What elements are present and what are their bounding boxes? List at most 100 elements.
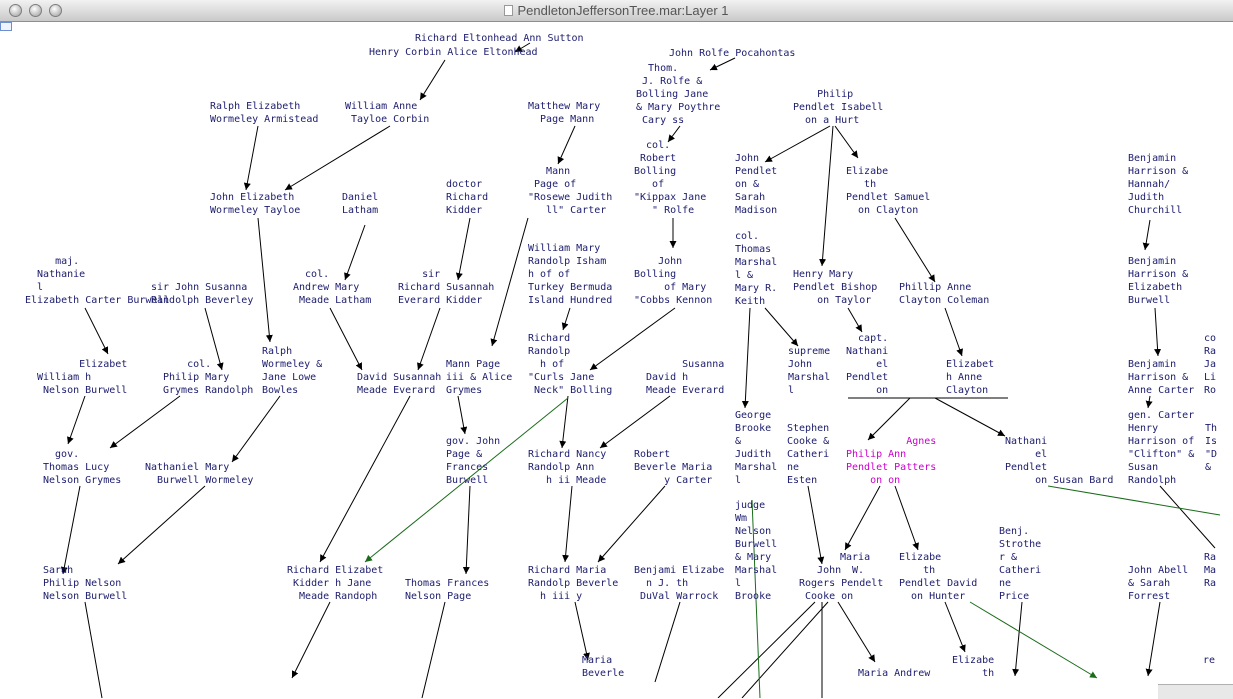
edge [562,485,573,563]
edge [329,307,363,371]
tree-node[interactable]: capt. Nathani el Pendlet on [846,333,889,396]
tree-node[interactable]: Benj. Strothe r & Catheri ne Price [999,526,1042,602]
tree-node[interactable]: Th Is "D & [1205,423,1218,473]
cross-edge [751,499,761,698]
tree-node[interactable]: Sarah Philip Nelson Nelson Burwell [43,565,128,602]
tree-node[interactable]: Agnes Philip Ann Pendlet Patters on on [846,436,937,486]
edge [844,485,881,551]
edge [243,125,259,191]
tree-node[interactable]: Mann Page iii & Alice Grymes [446,359,513,396]
tree-node[interactable]: Nathani el Pendlet on Susan Bard [1005,436,1114,486]
edge [319,395,411,563]
scroll-corner[interactable] [1158,684,1233,699]
edge [847,307,863,333]
tree-node[interactable]: Elizabet William h Nelson Burwell [37,359,128,396]
edge [60,485,81,575]
edge [894,485,919,551]
tree-node[interactable]: Philip Pendlet Isabell on a Hurt [793,89,884,126]
edge [1142,219,1151,251]
tree-node[interactable]: supreme John Marshal l [788,346,831,396]
edge [667,125,681,143]
tree-node[interactable]: gov. Thomas Lucy Nelson Grymes [43,449,122,486]
tree-node[interactable]: doctor Richard Kidder [446,179,489,216]
close-button[interactable] [9,4,22,17]
edge [231,395,281,463]
tree-node[interactable]: Maria Beverle [582,655,625,679]
tree-node[interactable]: David Susannah Meade Everard [357,372,442,396]
tree-node[interactable]: co Ra Ja Li Ro [1204,333,1217,396]
tree-node[interactable]: Elizabet h Anne Clayton [946,359,995,396]
edge [1159,485,1216,549]
tree-node[interactable]: Mann Page of "Rosewe Judith ll" Carter [528,166,613,216]
tree-node[interactable]: Benjami Elizabe n J. th DuVal Warrock [634,565,725,602]
tree-node[interactable]: Matthew Mary Page Mann [528,101,601,125]
tree-node[interactable]: John Rogers Pendelt Cooke on [799,565,884,602]
tree-node[interactable]: Richard Nancy Randolp Ann h ii Meade [528,449,607,486]
tree-node[interactable]: Richard Randolp h of "Curls Jane Neck" B… [528,333,613,396]
edge [867,397,911,441]
tree-node[interactable]: Richard Maria Randolp Beverle h iii y [528,565,619,602]
tree-node[interactable]: Nathaniel Mary Burwell Wormeley [145,462,254,486]
tree-node[interactable]: sir Richard Susannah Everard Kidder [398,269,495,306]
edge [117,485,206,565]
tree-node[interactable]: maj. Nathanie l Elizabeth Carter Burwell [25,256,170,306]
zoom-button[interactable] [49,4,62,17]
tree-node[interactable]: col. Andrew Mary Meade Latham [293,269,372,306]
tree-node[interactable]: Benjamin Harrison & Hannah/ Judith Churc… [1128,153,1189,216]
window-titlebar[interactable]: PendletonJeffersonTree.mar:Layer 1 [0,0,1233,22]
tree-node[interactable]: George Brooke & Judith Marshal l [735,410,778,486]
tree-node[interactable]: Elizabe th Pendlet Samuel on Clayton [846,166,931,216]
edge [1145,601,1161,677]
edge [589,307,676,371]
tree-node[interactable]: Henry Mary Pendlet Bishop on Taylor [793,269,878,306]
tree-node[interactable]: John Abell & Sarah Forrest [1128,565,1189,602]
tree-node[interactable]: Robert Beverle Maria y Carter [634,449,713,486]
edge [109,395,181,449]
tree-node[interactable]: William Anne Tayloe Corbin [345,101,430,125]
minimize-button[interactable] [29,4,42,17]
edge [84,307,109,355]
edge [417,307,441,371]
tree-node[interactable]: Richard Elizabet Kidder h Jane Meade Ran… [287,565,384,602]
edge [344,224,366,281]
tree-node[interactable]: sir John Susanna Randolph Beverley [151,282,254,306]
tree-node[interactable]: Maria W. [840,552,871,576]
tree-node[interactable]: Ralph Wormeley & Jane Lowe Bowles [262,346,323,396]
tree-node[interactable]: John Pendlet on & Sarah Madison [735,153,778,216]
tree-node[interactable]: Thom. J. Rolfe & Bolling Jane & Mary Poy… [636,63,721,126]
tree-node[interactable]: gen. Carter Henry Harrison of "Clifton" … [1128,410,1195,486]
tree-node[interactable]: Elizabe th Pendlet David on Hunter [899,552,978,602]
tree-node[interactable]: Stephen Cooke & Catheri ne Esten [787,423,830,486]
tree-node[interactable]: John Bolling of Mary "Cobbs Kennon [634,256,713,306]
tree-node[interactable]: Thomas Frances Nelson Page [405,578,490,602]
tree-node[interactable]: Elizabe th [952,655,995,679]
tree-node[interactable]: John Elizabeth Wormeley Tayloe [210,192,301,216]
tree-node[interactable]: Susanna David h Meade Everard [646,359,725,396]
tree-node[interactable]: John Rolfe Pocahontas [669,48,796,59]
tree-node[interactable]: Phillip Anne Clayton Coleman [899,282,990,306]
tree-node[interactable]: Maria Andrew [858,668,931,679]
cross-edge [364,397,569,563]
tree-node[interactable]: William Mary Randolp Isham h of of Turke… [528,243,613,306]
edge [490,217,529,347]
tree-node[interactable]: col. Philip Mary Grymes Randolph [163,359,254,396]
edge [764,125,831,163]
tree-node[interactable]: Daniel Latham [342,192,379,216]
edge [462,485,471,575]
tree-node[interactable]: col. Robert Bolling of "Kippax Jane " Ro… [634,140,707,216]
tree-node[interactable]: Ralph Elizabeth Wormeley Armistead [210,101,319,125]
tree-node[interactable]: Ra Ma Ra [1204,552,1217,589]
tree-node[interactable]: gov. John Page & Frances Burwell [446,436,501,486]
tree-node[interactable]: re [1203,655,1216,666]
edge [934,397,1006,437]
edge [654,601,681,683]
tree-node[interactable]: col. Thomas Marshal l & Mary R. Keith [735,231,778,307]
edge [1154,307,1162,357]
tree-node[interactable]: Henry Corbin Alice Eltonhead [369,47,538,58]
tree-node[interactable]: Benjamin Harrison & Elizabeth Burwell [1128,256,1189,306]
tree-node[interactable]: Benjamin Harrison & Anne Carter [1128,359,1195,396]
tree-node[interactable]: judge Wm Nelson Burwell & Mary Marshal l… [735,500,778,602]
edge [291,601,331,679]
tree-node[interactable]: Richard Eltonhead Ann Sutton [415,33,584,44]
